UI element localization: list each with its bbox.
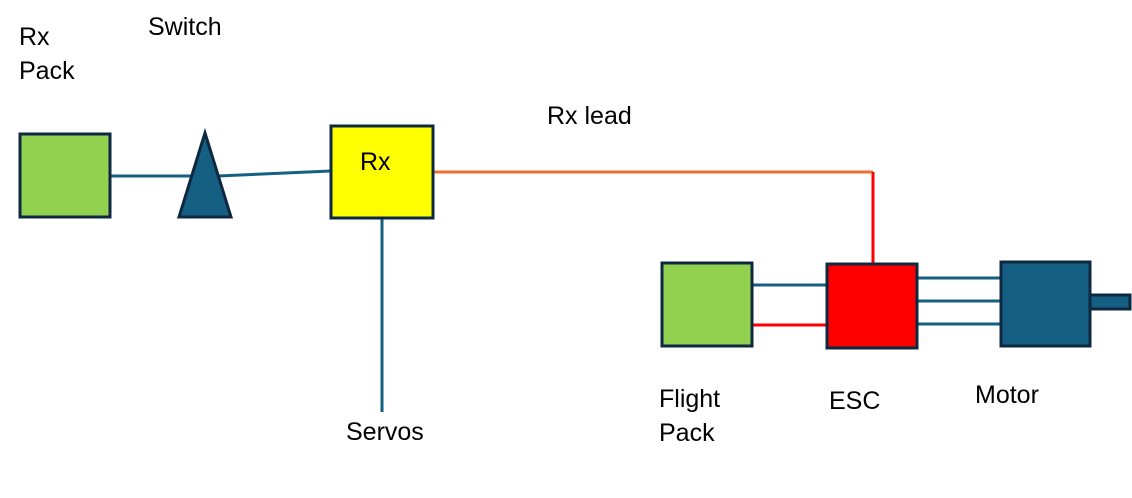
label-switch: Switch [148,13,222,41]
motor-shaft [1088,293,1132,311]
label-flight-pack-line1: Flight [659,385,721,413]
label-esc: ESC [829,387,881,415]
rx-receiver [329,124,435,220]
wire-switch-to-rx [217,169,332,178]
label-servos: Servos [346,418,424,446]
label-rx-pack-line2: Pack [19,57,75,85]
esc-box [825,262,919,350]
label-rx: Rx [360,148,391,176]
label-flight-pack-line2: Pack [659,419,715,447]
label-rx-pack-line1: Rx [19,23,50,51]
switch-icon [176,127,234,219]
label-motor: Motor [975,381,1039,409]
label-rx-lead: Rx lead [547,102,632,130]
flight-pack-battery [660,261,754,348]
motor-box [999,260,1092,348]
rx-pack-battery [18,132,112,219]
